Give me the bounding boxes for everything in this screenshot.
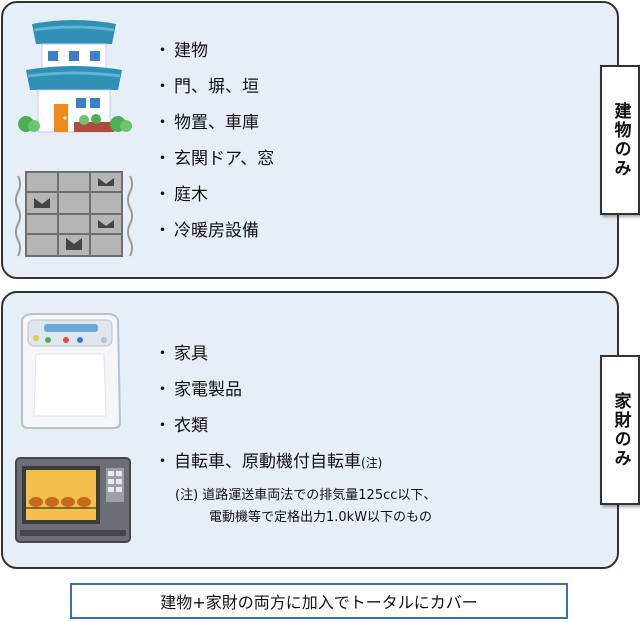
toaster-oven-icon <box>14 456 132 548</box>
list-item: ・家電製品 <box>154 380 242 400</box>
list-item: ・自転車、原動機付自転車(注) <box>154 452 383 472</box>
building-only-label: 建物のみ <box>610 102 631 178</box>
note-marker: (注) <box>361 456 383 470</box>
list-item: ・衣類 <box>154 416 208 436</box>
building-items-list: ・建物 ・門、塀、垣 ・物置、車庫 ・玄関ドア、窓 ・庭木 ・冷暖房設備 <box>154 33 274 249</box>
contents-only-tag: 家財のみ <box>600 355 640 505</box>
house-icon <box>14 18 134 136</box>
list-item: ・物置、車庫 <box>154 113 259 133</box>
list-item: ・玄関ドア、窓 <box>154 149 275 169</box>
summary-text: 建物+家財の両方に加入でトータルにカバー <box>160 593 478 612</box>
contents-only-label: 家財のみ <box>610 392 631 468</box>
list-item: ・冷暖房設備 <box>154 221 259 241</box>
list-item: ・建物 <box>154 41 208 61</box>
building-only-tag: 建物のみ <box>600 65 640 215</box>
washing-machine-icon <box>14 312 126 432</box>
footnote-line-2: 電動機等で定格出力1.0kW以下のもの <box>209 510 433 525</box>
contents-items-list: ・家具 ・家電製品 ・衣類 ・自転車、原動機付自転車(注) <box>154 336 382 481</box>
list-item: ・家具 <box>154 344 208 364</box>
summary-box: 建物+家財の両方に加入でトータルにカバー <box>70 583 568 619</box>
list-item: ・庭木 <box>154 185 208 205</box>
block-wall-icon <box>14 170 134 260</box>
footnote: (注) 道路運送車両法での排気量125cc以下、 電動機等で定格出力1.0kW以… <box>175 485 436 529</box>
footnote-line-1: (注) 道路運送車両法での排気量125cc以下、 <box>175 488 437 503</box>
list-item: ・門、塀、垣 <box>154 77 259 97</box>
